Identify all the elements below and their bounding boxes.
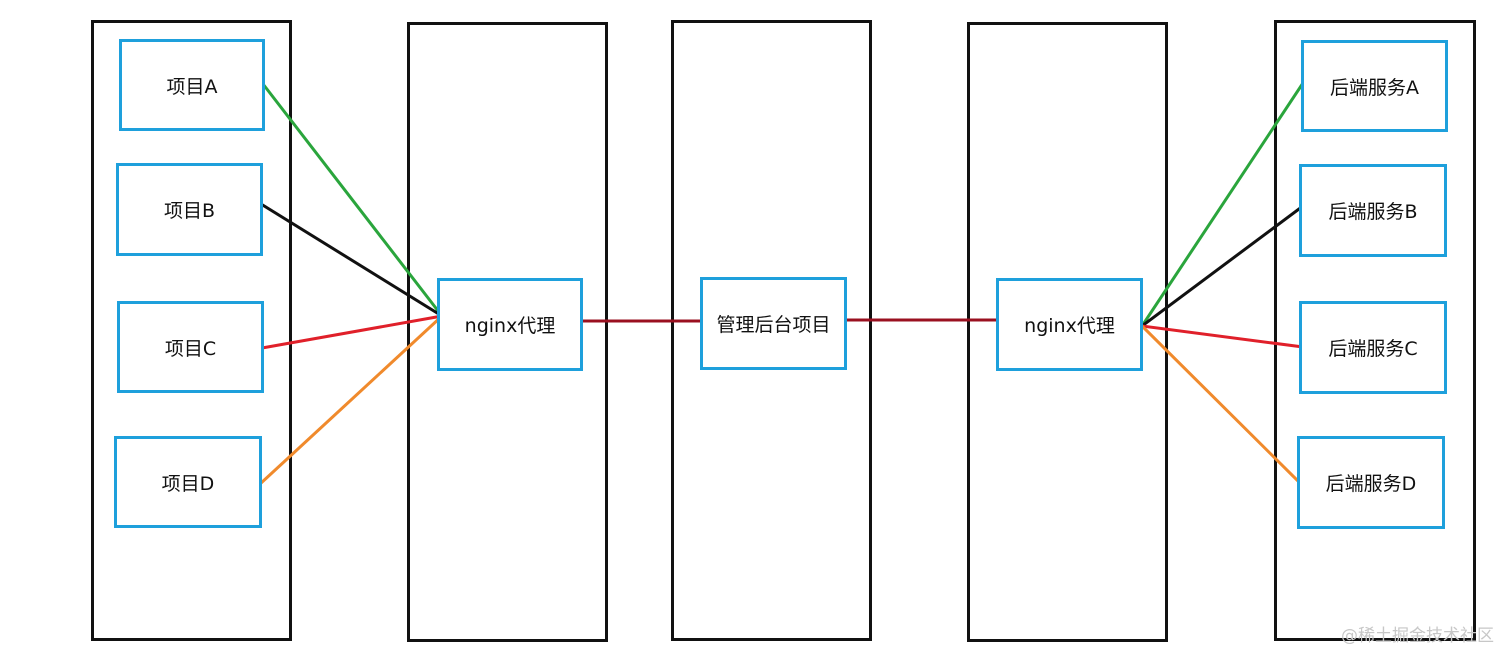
node-service-d-label: 后端服务D bbox=[1325, 473, 1417, 495]
node-project-b: 项目B bbox=[116, 163, 263, 256]
node-project-c: 项目C bbox=[117, 301, 264, 393]
link-service-a bbox=[1140, 79, 1307, 327]
column-services bbox=[1274, 20, 1476, 641]
column-proxy-right bbox=[967, 22, 1168, 642]
node-project-b-label: 项目B bbox=[163, 200, 216, 222]
link-service-d bbox=[1140, 324, 1303, 486]
column-projects bbox=[91, 20, 292, 641]
watermark: @稀土掘金技术社区 bbox=[1341, 626, 1494, 646]
node-project-a-label: 项目A bbox=[166, 75, 218, 98]
node-service-a: 后端服务A bbox=[1301, 40, 1448, 132]
node-project-a: 项目A bbox=[119, 39, 265, 131]
node-service-c-label: 后端服务C bbox=[1328, 338, 1418, 360]
node-nginx-proxy-left: nginx代理 bbox=[437, 278, 583, 371]
node-admin-project: 管理后台项目 bbox=[700, 277, 847, 370]
link-service-c bbox=[1141, 324, 1304, 349]
node-nginx-proxy-right-label: nginx代理 bbox=[1024, 315, 1115, 337]
node-admin-project-label: 管理后台项目 bbox=[716, 314, 831, 336]
node-service-c: 后端服务C bbox=[1299, 301, 1447, 394]
column-admin bbox=[671, 20, 872, 641]
node-service-b: 后端服务B bbox=[1299, 164, 1447, 257]
column-proxy-left bbox=[407, 22, 608, 642]
node-project-d-label: 项目D bbox=[161, 472, 215, 495]
node-service-d: 后端服务D bbox=[1297, 436, 1445, 529]
link-project-c bbox=[261, 314, 443, 350]
node-nginx-proxy-left-label: nginx代理 bbox=[464, 315, 556, 337]
node-project-c-label: 项目C bbox=[164, 337, 217, 360]
node-project-d: 项目D bbox=[114, 436, 262, 528]
link-project-b bbox=[260, 202, 443, 318]
node-service-b-label: 后端服务B bbox=[1328, 201, 1418, 223]
node-nginx-proxy-right: nginx代理 bbox=[996, 278, 1143, 371]
link-project-d bbox=[258, 314, 444, 486]
node-service-a-label: 后端服务A bbox=[1330, 76, 1419, 99]
link-project-a bbox=[261, 83, 444, 317]
link-service-b bbox=[1141, 204, 1304, 328]
